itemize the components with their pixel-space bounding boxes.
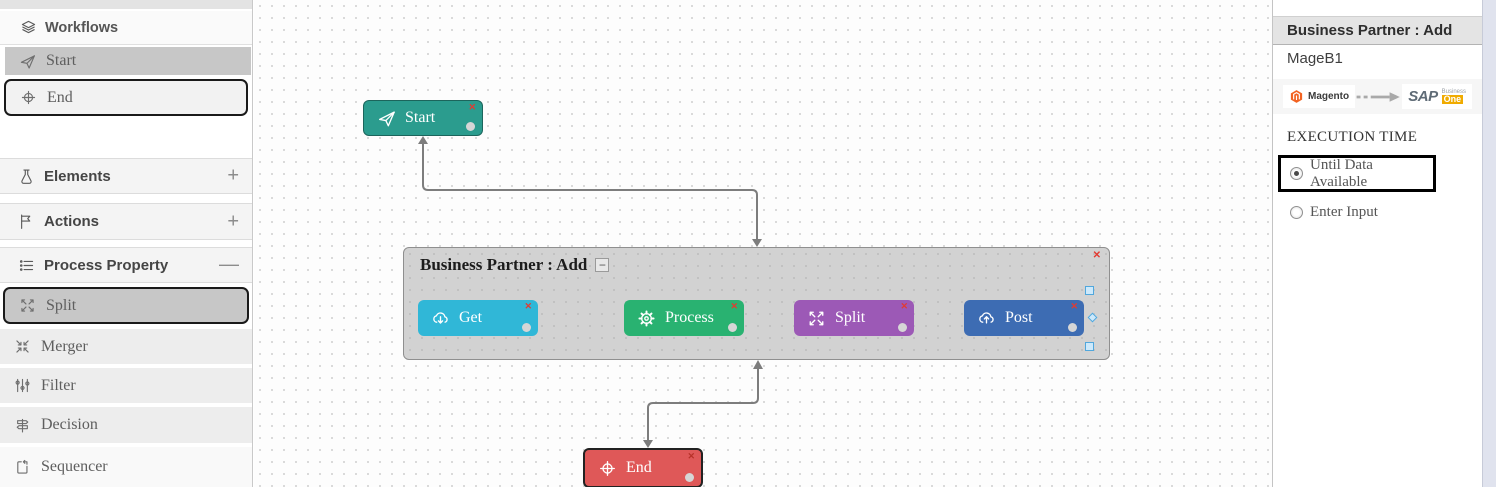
node-end[interactable]: End ✕: [583, 448, 703, 487]
group-title-row: Business Partner : Add −: [420, 255, 610, 275]
connection-lines: [418, 136, 1091, 448]
close-icon[interactable]: ✕: [687, 451, 695, 461]
collapse-icon[interactable]: −: [595, 258, 610, 272]
palette-item-label: Filter: [41, 376, 76, 394]
section-actions[interactable]: Actions +: [0, 203, 252, 240]
close-icon[interactable]: ✕: [524, 301, 532, 311]
touchpoint-name: MageB1: [1287, 50, 1343, 67]
palette-item-label: Decision: [41, 416, 98, 433]
section-label: Elements: [44, 167, 111, 185]
gear-icon: [638, 309, 655, 327]
section-process-property[interactable]: Process Property —: [0, 247, 252, 283]
merge-arrows-icon: [16, 340, 29, 353]
paper-plane-icon: [379, 110, 395, 126]
option-label: Until Data Available: [1310, 156, 1373, 190]
palette-item-label: Split: [46, 296, 77, 314]
cloud-upload-icon: [979, 311, 994, 324]
radio-unselected-icon[interactable]: [1290, 206, 1303, 219]
expand-icon[interactable]: +: [227, 164, 239, 187]
sliders-icon: [15, 378, 30, 393]
close-icon[interactable]: ✕: [730, 301, 738, 311]
node-label: Start: [405, 109, 436, 126]
connector-port[interactable]: [1068, 323, 1077, 332]
sap-one-label: One: [1441, 94, 1464, 104]
radio-selected-icon[interactable]: [1290, 167, 1303, 180]
palette-item-label: Sequencer: [41, 458, 108, 475]
palette-item-label: End: [47, 88, 73, 106]
layers-icon: [21, 20, 36, 34]
node-post[interactable]: Post ✕: [964, 300, 1084, 336]
palette-item-label: Merger: [41, 337, 88, 355]
palette-item-start[interactable]: Start: [5, 47, 251, 75]
inspector-panel: Business Partner : Add MageB1 Magento SA…: [1272, 0, 1482, 487]
close-icon[interactable]: ✕: [900, 301, 908, 311]
connector-port[interactable]: [522, 323, 531, 332]
workflows-header[interactable]: Workflows: [0, 11, 252, 45]
connector-port[interactable]: [728, 323, 737, 332]
inspector-title-bar: Business Partner : Add: [1273, 16, 1482, 45]
close-icon[interactable]: ✕: [468, 102, 476, 112]
selection-handle[interactable]: [1085, 342, 1094, 351]
node-label: Post: [1005, 309, 1033, 326]
close-icon[interactable]: ✕: [1092, 250, 1101, 261]
palette-item-split[interactable]: Split: [3, 287, 249, 324]
target-icon: [600, 460, 615, 476]
sidebar: Workflows Start End Elements + Actions +…: [0, 0, 253, 487]
sap-label: SAP: [1408, 88, 1438, 105]
connection-logos: Magento SAP Business One: [1273, 79, 1482, 114]
selection-handle[interactable]: [1085, 286, 1094, 295]
collapse-icon[interactable]: —: [219, 253, 239, 276]
magento-logo: Magento: [1283, 85, 1356, 108]
palette-item-filter[interactable]: Filter: [0, 368, 252, 403]
inspector-title: Business Partner : Add: [1287, 22, 1453, 39]
list-icon: [19, 259, 34, 271]
palette-item-decision[interactable]: Decision: [0, 407, 252, 443]
node-process[interactable]: Process ✕: [624, 300, 744, 336]
sidebar-top-strip: [0, 0, 252, 9]
section-elements[interactable]: Elements +: [0, 158, 252, 194]
group-business-partner-add[interactable]: Business Partner : Add − ✕ Get ✕ Process…: [403, 247, 1110, 360]
flask-icon: [21, 168, 32, 184]
option-enter-input[interactable]: Enter Input: [1290, 204, 1378, 221]
close-icon[interactable]: ✕: [1070, 301, 1078, 311]
sap-b1-logo: SAP Business One: [1402, 84, 1472, 109]
magento-icon: [1290, 89, 1303, 104]
node-label: Split: [835, 309, 866, 326]
node-get[interactable]: Get ✕: [418, 300, 538, 336]
magento-label: Magento: [1308, 91, 1350, 102]
palette-item-end[interactable]: End: [4, 79, 248, 116]
signpost-icon: [16, 418, 29, 433]
flag-icon: [21, 214, 31, 229]
workflow-canvas[interactable]: Start ✕ Business Partner : Add − ✕ Get ✕…: [254, 0, 1272, 487]
group-title: Business Partner : Add: [420, 255, 588, 274]
cloud-download-icon: [433, 311, 448, 324]
node-start[interactable]: Start ✕: [363, 100, 483, 136]
flow-arrow-icon: [1356, 91, 1400, 102]
palette-item-sequencer[interactable]: Sequencer: [0, 447, 252, 487]
target-icon: [21, 90, 36, 105]
section-label: Process Property: [44, 256, 169, 274]
node-label: End: [626, 459, 652, 476]
paper-plane-icon: [20, 54, 35, 69]
execution-time-heading: EXECUTION TIME: [1287, 129, 1418, 145]
scrollbar-track[interactable]: [1482, 0, 1496, 487]
workflows-label: Workflows: [45, 19, 119, 36]
expand-icon[interactable]: +: [227, 210, 239, 232]
palette-item-label: Start: [46, 52, 77, 69]
option-label: Enter Input: [1310, 204, 1378, 220]
node-label: Process: [665, 309, 714, 326]
node-label: Get: [459, 309, 483, 326]
section-label: Actions: [44, 213, 100, 230]
sap-business-label: Business: [1441, 89, 1466, 95]
option-until-data-available[interactable]: Until Data Available: [1278, 155, 1436, 192]
connector-port[interactable]: [898, 323, 907, 332]
split-arrows-icon: [809, 311, 824, 325]
sequence-icon: [17, 459, 28, 474]
connector-port[interactable]: [466, 122, 475, 131]
palette-item-merger[interactable]: Merger: [0, 329, 252, 364]
node-split[interactable]: Split ✕: [794, 300, 914, 336]
connector-port[interactable]: [685, 473, 694, 482]
split-arrows-icon: [21, 299, 34, 312]
